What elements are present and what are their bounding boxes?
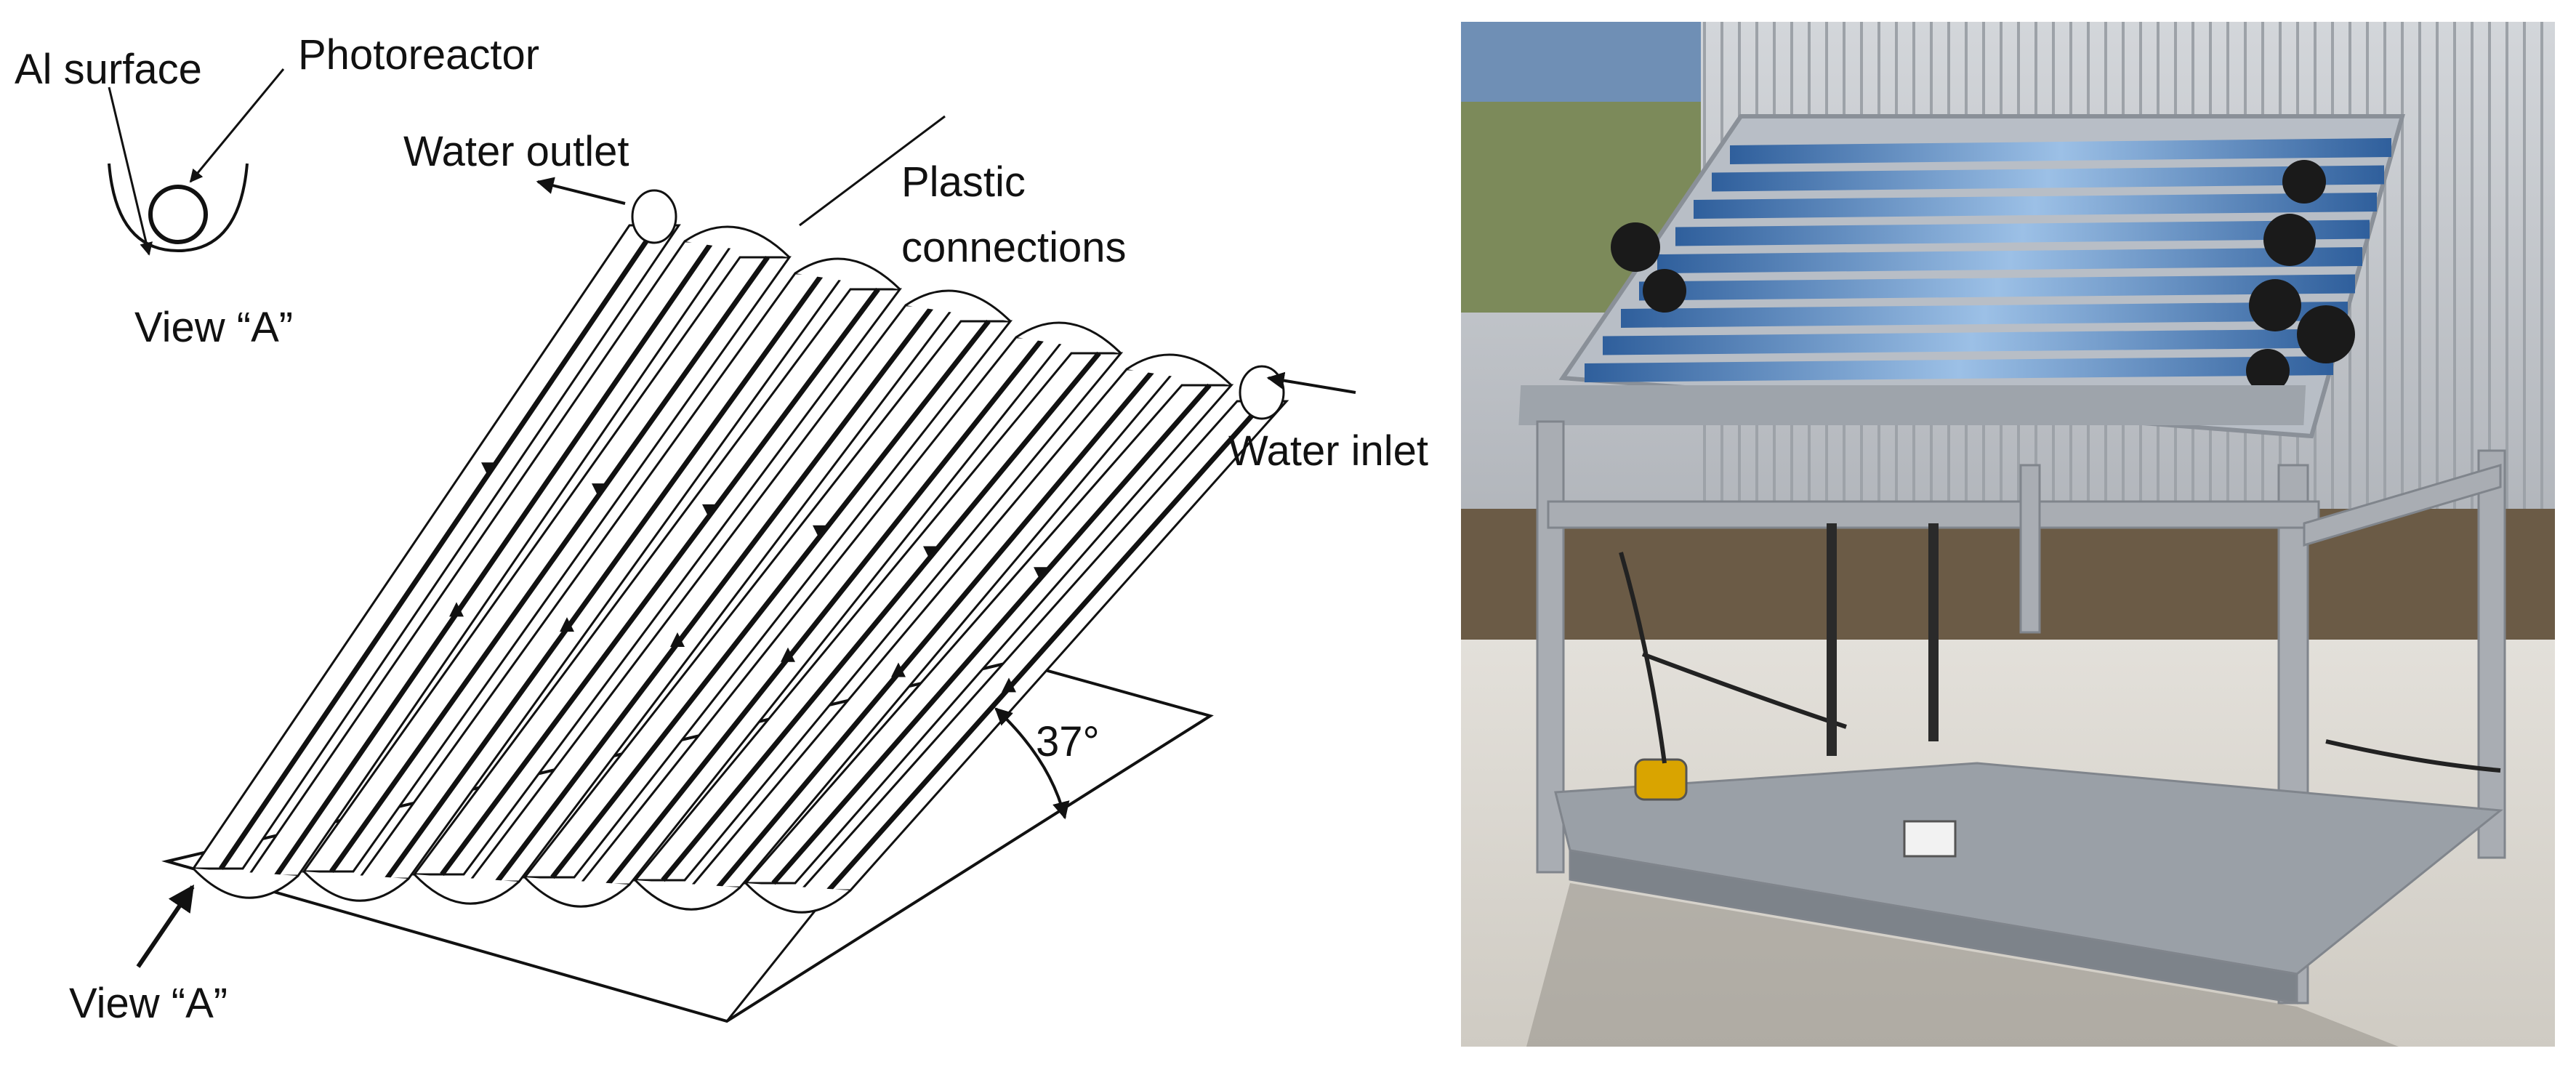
tube-centerline-2 <box>274 240 715 877</box>
tube-array <box>191 189 1289 914</box>
photo-tube-3 <box>1694 193 2377 219</box>
top-u-bend-10 <box>1126 353 1233 387</box>
tube-centerline-4 <box>385 271 825 881</box>
tube-fittings <box>1611 160 2355 392</box>
water-inlet-port <box>1239 365 1285 420</box>
water-outlet-port <box>631 189 677 244</box>
flow-arrow-6 <box>670 632 685 647</box>
flow-arrow-2 <box>449 602 464 617</box>
junction-box <box>1903 820 1957 858</box>
tube-centerline-11 <box>771 383 1212 885</box>
label-plastic-connections-line2: connections <box>901 224 1127 271</box>
photo-tube-9 <box>1585 356 2333 382</box>
photo-tube-1 <box>1730 138 2391 164</box>
flow-arrow-9 <box>923 546 938 561</box>
view-a-inset <box>108 68 285 256</box>
top-u-bend-8 <box>1015 321 1122 355</box>
photo-tube-7 <box>1621 302 2348 328</box>
flow-arrow-8 <box>781 647 795 662</box>
table-shadow <box>1526 883 2399 1047</box>
flow-arrow-10 <box>891 662 906 677</box>
tube-centerline-10 <box>716 367 1156 890</box>
flow-arrow-12 <box>1002 677 1016 693</box>
flow-arrow-5 <box>702 504 717 519</box>
bottom-u-bend-5 <box>413 873 520 905</box>
tube-centerline-9 <box>661 351 1101 882</box>
photo-tube-2 <box>1712 165 2384 192</box>
tube-centerline-7 <box>550 319 991 879</box>
label-water-inlet: Water inlet <box>1228 427 1428 475</box>
photoreactor-schematic: Al surface Photoreactor View “A” Water o… <box>15 31 1428 1027</box>
pump <box>1634 758 1688 801</box>
label-water-outlet: Water outlet <box>403 128 629 175</box>
tube-centerline-12 <box>826 399 1267 893</box>
flow-arrow-11 <box>1034 567 1048 582</box>
flow-arrow-7 <box>813 525 827 540</box>
flow-arrow-1 <box>481 462 496 478</box>
label-al-surface: Al surface <box>15 46 202 93</box>
flow-arrow-3 <box>592 483 606 499</box>
photo-tube-8 <box>1603 329 2340 355</box>
view-a-arrow <box>136 885 195 968</box>
label-plastic-connections-line1: Plastic <box>901 158 1026 206</box>
panel-front-rail <box>1518 385 2306 425</box>
label-tilt-angle: 37° <box>1036 718 1100 765</box>
bottom-u-bend-3 <box>302 870 410 902</box>
plastic-connections-leader <box>799 115 946 227</box>
photoreactor-photo <box>1461 22 2555 1047</box>
photo-tube-5 <box>1657 247 2362 273</box>
al-surface-leader <box>108 86 153 256</box>
water-outlet-arrow <box>536 177 626 205</box>
bottom-u-bend-1 <box>192 867 299 899</box>
label-view-a-bottom: View “A” <box>69 980 228 1027</box>
tube-centerline-3 <box>329 255 770 874</box>
top-u-bend-4 <box>794 257 901 291</box>
label-photoreactor: Photoreactor <box>298 31 539 78</box>
photoreactor-leader <box>189 68 285 183</box>
al-surface-reflector <box>108 163 249 253</box>
steel-frame <box>1536 420 2506 1004</box>
tilt-angle-arc <box>994 707 1070 820</box>
photoreactor-tube-section <box>148 185 208 244</box>
top-u-bend-2 <box>684 225 791 259</box>
bottom-u-bend-9 <box>634 879 741 911</box>
tube-centerline-1 <box>219 224 659 870</box>
bottom-u-bend-11 <box>744 882 852 914</box>
tube-centerline-6 <box>495 303 935 884</box>
photo-tube-4 <box>1675 220 2370 246</box>
label-view-a-top: View “A” <box>134 304 293 351</box>
tube-centerline-5 <box>440 287 880 877</box>
cables <box>1619 552 2501 773</box>
flow-arrow-4 <box>560 617 574 632</box>
water-inlet-arrow <box>1266 371 1356 394</box>
vertical-supports <box>1827 523 1939 756</box>
photo-tube-6 <box>1639 274 2355 301</box>
bottom-u-bend-7 <box>523 876 631 908</box>
wall-base <box>1461 509 2555 654</box>
photo-blue-tubes <box>1585 138 2391 382</box>
tube-centerline-8 <box>605 335 1046 887</box>
top-u-bend-6 <box>905 289 1012 323</box>
